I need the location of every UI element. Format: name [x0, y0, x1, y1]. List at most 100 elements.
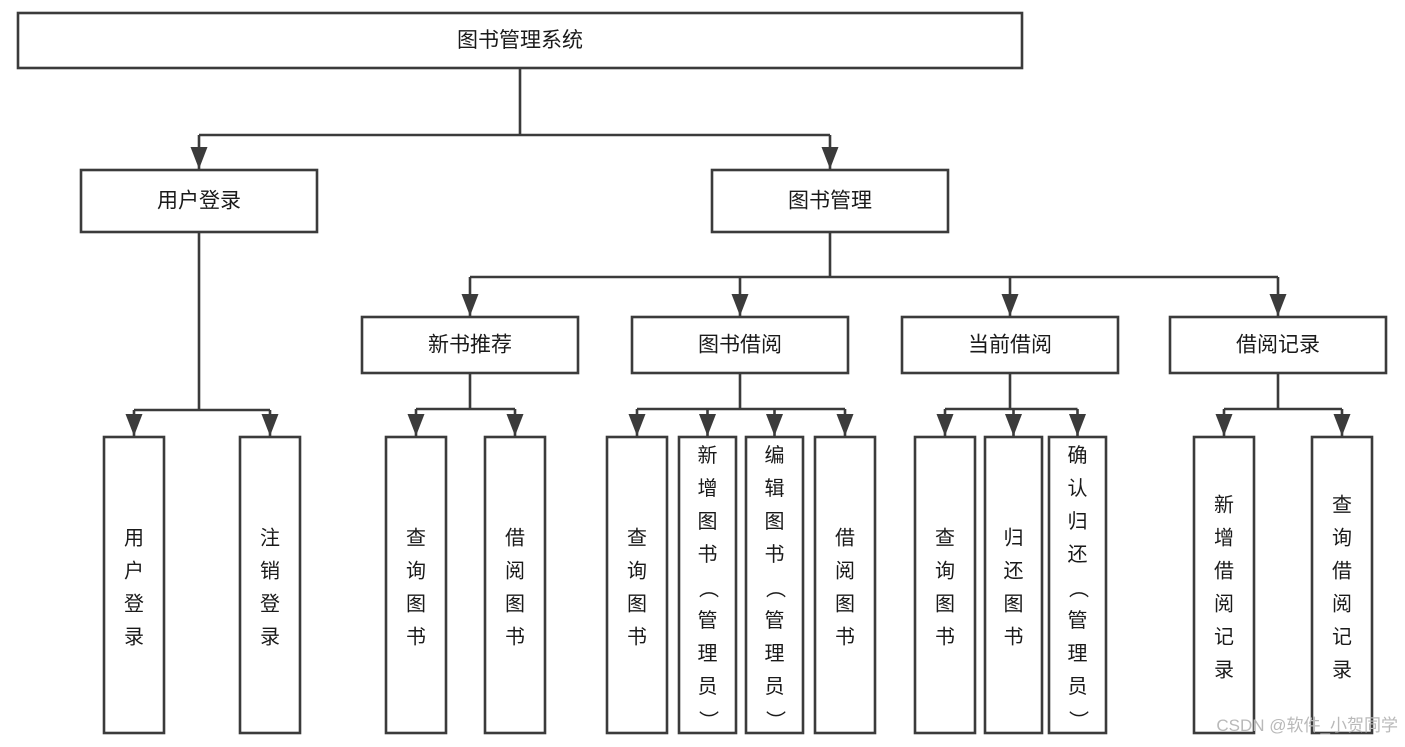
node-new-book-recommend[interactable]: 新书推荐 — [360, 315, 580, 375]
node-undefined[interactable]: 图书管理系统 — [16, 11, 1024, 70]
node-label-char: 阅 — [1214, 593, 1234, 616]
arrow-head-icon — [766, 414, 783, 436]
node-box-current-borrow — [900, 315, 1120, 375]
arrow-head-icon — [699, 414, 716, 436]
node-leaf-user-login[interactable]: 用户登录 — [102, 435, 166, 735]
node-box-leaf-query-book-brw — [605, 435, 669, 735]
node-label-char: 书 — [698, 543, 718, 566]
node-box-new-book-recommend — [360, 315, 580, 375]
node-label-char: （ — [697, 578, 720, 598]
node-book-management[interactable]: 图书管理 — [710, 168, 950, 234]
node-label-char: 记 — [1332, 626, 1352, 649]
node-label-char: 认 — [1068, 477, 1088, 500]
connector-lines-layer — [125, 68, 1351, 436]
node-label-char: 询 — [935, 560, 955, 583]
node-label-char: 图 — [935, 594, 955, 616]
node-box-borrow-record — [1168, 315, 1388, 375]
node-label-char: 新 — [1214, 494, 1234, 517]
csdn-watermark: CSDN @软件_小贺同学 — [1216, 716, 1398, 735]
node-label-borrow-record: 借阅记录 — [1236, 334, 1320, 357]
node-box-leaf-add-record — [1192, 435, 1256, 735]
node-label-char: 编 — [765, 444, 785, 467]
node-box-leaf-query-book-rec — [384, 435, 448, 735]
node-label-undefined: 图书管理系统 — [457, 29, 583, 52]
node-box-book-borrow — [630, 315, 850, 375]
node-label-char: ） — [764, 710, 787, 730]
node-label-char: 阅 — [505, 560, 525, 583]
node-label-char: 辑 — [765, 477, 785, 500]
node-user-login[interactable]: 用户登录 — [79, 168, 319, 234]
node-box-leaf-logout — [238, 435, 302, 735]
node-box-leaf-query-record — [1310, 435, 1374, 735]
node-label-char: 书 — [627, 626, 647, 649]
arrow-head-icon — [1069, 414, 1086, 436]
node-box-undefined — [16, 11, 1024, 70]
node-box-leaf-return-book — [983, 435, 1044, 735]
node-box-leaf-add-book — [677, 435, 738, 735]
node-label-char: 员 — [1068, 676, 1088, 698]
arrow-head-icon — [1001, 294, 1019, 316]
arrow-head-icon — [731, 294, 749, 316]
node-label-char: （ — [1067, 578, 1090, 598]
node-label-char: 用 — [124, 528, 144, 550]
node-box-leaf-edit-book — [744, 435, 805, 735]
node-label-book-borrow: 图书借阅 — [698, 334, 782, 357]
node-label-char: ） — [697, 710, 720, 730]
node-label-char: 借 — [505, 527, 525, 550]
node-label-char: 归 — [1068, 510, 1088, 533]
node-book-borrow[interactable]: 图书借阅 — [630, 315, 850, 375]
node-label-char: 还 — [1004, 560, 1024, 583]
arrow-head-icon — [628, 414, 646, 436]
node-label-char: 图 — [698, 511, 718, 533]
arrow-head-icon — [821, 147, 839, 169]
node-label-char: 销 — [260, 560, 280, 583]
node-label-char: 增 — [1214, 527, 1234, 550]
node-label-char: 录 — [260, 627, 280, 649]
arrow-head-icon — [407, 414, 425, 436]
node-label-char: 登 — [124, 593, 144, 616]
node-label-char: 书 — [406, 626, 426, 649]
node-box-leaf-user-login — [102, 435, 166, 735]
node-label-char: 图 — [765, 511, 785, 533]
node-boxes-layer: 图书管理系统用户登录图书管理新书推荐图书借阅当前借阅借阅记录用户登录注销登录查询… — [16, 11, 1388, 735]
arrow-head-icon — [461, 294, 479, 316]
node-label-book-management: 图书管理 — [788, 190, 872, 213]
arrow-head-icon — [261, 414, 279, 436]
arrow-head-icon — [1005, 414, 1022, 436]
arrow-head-icon — [1269, 294, 1287, 316]
node-label-char: 借 — [1214, 560, 1234, 583]
node-borrow-record[interactable]: 借阅记录 — [1168, 315, 1388, 375]
node-label-char: 查 — [935, 527, 955, 550]
node-label-char: 书 — [1004, 626, 1024, 649]
node-label-char: 查 — [627, 527, 647, 550]
node-box-leaf-borrow-book-brw — [813, 435, 877, 735]
node-label-char: 理 — [765, 643, 785, 665]
node-label-char: 还 — [1068, 543, 1088, 566]
node-box-leaf-borrow-book-rec — [483, 435, 547, 735]
node-label-char: 新 — [698, 444, 718, 467]
node-current-borrow[interactable]: 当前借阅 — [900, 315, 1120, 375]
arrow-head-icon — [190, 147, 208, 169]
node-label-char: 询 — [406, 560, 426, 583]
node-label-char: 管 — [765, 609, 785, 632]
node-box-leaf-confirm-return — [1047, 435, 1108, 735]
node-label-char: 图 — [406, 594, 426, 616]
node-label-char: （ — [764, 578, 787, 598]
node-label-char: 录 — [124, 627, 144, 649]
node-box-user-login — [79, 168, 319, 234]
node-label-char: 确 — [1068, 444, 1088, 467]
